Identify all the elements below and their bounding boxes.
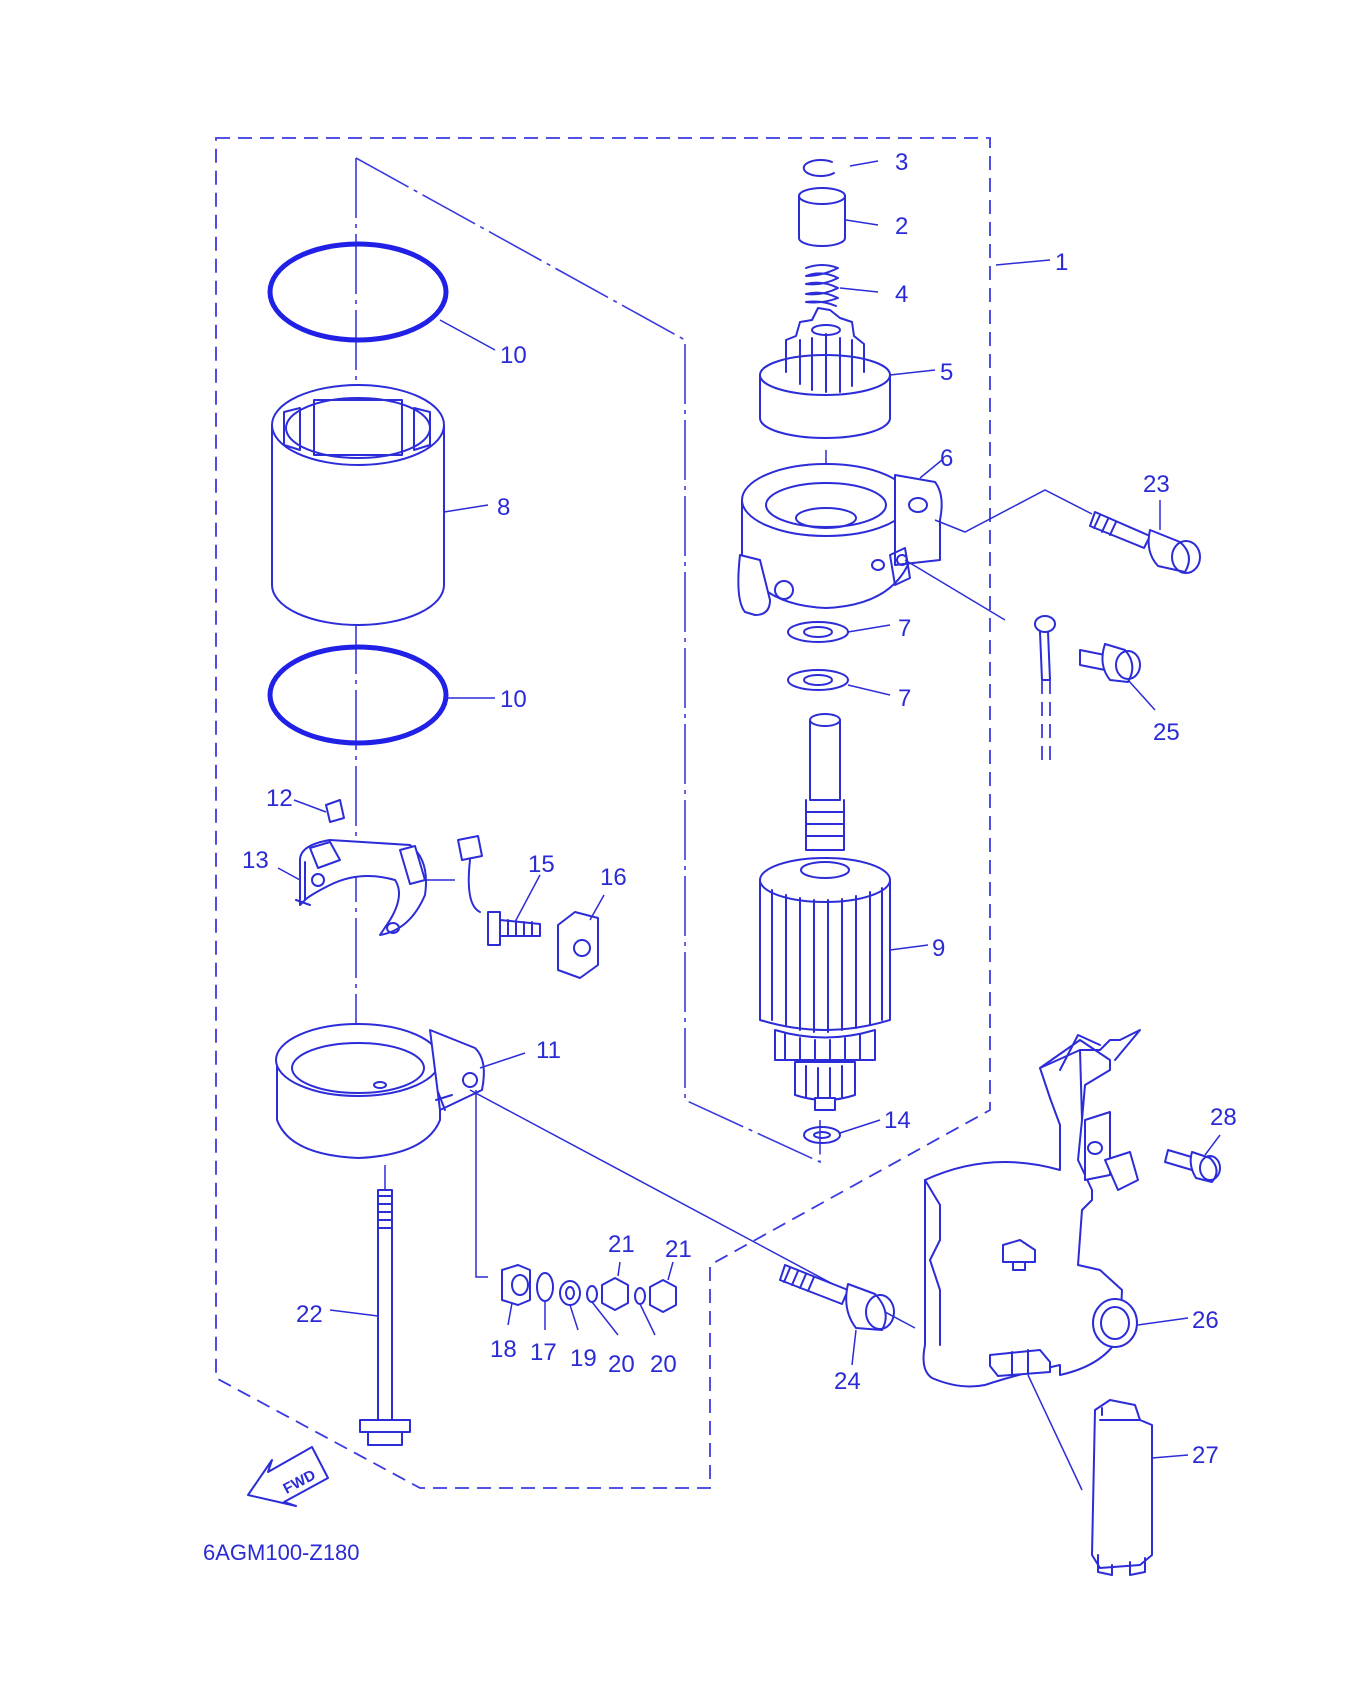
part-nut-a bbox=[601, 1261, 629, 1311]
callout-23: 23 bbox=[1143, 471, 1170, 498]
part-thrust-washer bbox=[803, 1119, 881, 1144]
part-bolt-upper bbox=[1089, 500, 1201, 574]
callout-16: 16 bbox=[600, 864, 627, 891]
part-brush bbox=[293, 799, 345, 823]
callout-20b: 20 bbox=[650, 1351, 677, 1378]
part-through-bolt bbox=[329, 1189, 411, 1446]
callout-10b: 10 bbox=[500, 686, 527, 713]
part-circlip bbox=[802, 159, 879, 177]
callout-7b: 7 bbox=[898, 685, 911, 712]
callout-18: 18 bbox=[490, 1336, 517, 1363]
callout-27: 27 bbox=[1192, 1442, 1219, 1469]
part-bolt-lower bbox=[779, 1264, 895, 1366]
leader-assembly bbox=[995, 259, 1051, 266]
part-nut-plate bbox=[557, 894, 605, 979]
part-ground-bolt bbox=[1034, 615, 1156, 760]
callout-labels: 1 2 3 4 5 6 7 7 8 9 10 10 11 12 13 14 15… bbox=[242, 149, 1237, 1469]
part-yoke bbox=[271, 384, 489, 626]
callout-9: 9 bbox=[932, 935, 945, 962]
callout-22: 22 bbox=[296, 1301, 323, 1328]
callout-20a: 20 bbox=[608, 1351, 635, 1378]
part-washer-b bbox=[787, 669, 891, 696]
callout-12: 12 bbox=[266, 785, 293, 812]
callout-13: 13 bbox=[242, 847, 269, 874]
callout-21b: 21 bbox=[665, 1236, 692, 1263]
part-collar bbox=[798, 187, 879, 247]
part-spring bbox=[805, 264, 879, 307]
callout-8: 8 bbox=[497, 494, 510, 521]
part-bracket-bolt bbox=[1164, 1134, 1221, 1183]
part-grommet bbox=[1092, 1298, 1189, 1348]
callout-2: 2 bbox=[895, 213, 908, 240]
part-nut-b bbox=[649, 1261, 677, 1313]
callout-14: 14 bbox=[884, 1107, 911, 1134]
callout-21a: 21 bbox=[608, 1231, 635, 1258]
part-insulator-washer bbox=[559, 1280, 581, 1331]
part-brush-holder bbox=[277, 839, 455, 936]
part-terminal-bushing bbox=[501, 1264, 531, 1326]
part-pinion-gear bbox=[759, 307, 936, 439]
part-o-ring-small bbox=[536, 1272, 554, 1330]
callout-17: 17 bbox=[530, 1339, 557, 1366]
part-armature bbox=[759, 713, 929, 1111]
callout-5: 5 bbox=[940, 359, 953, 386]
callout-26: 26 bbox=[1192, 1307, 1219, 1334]
callout-7a: 7 bbox=[898, 615, 911, 642]
callout-19: 19 bbox=[570, 1345, 597, 1372]
callout-25: 25 bbox=[1153, 719, 1180, 746]
part-spring-washer-a bbox=[586, 1285, 619, 1336]
fwd-arrow-icon: FWD bbox=[247, 1446, 329, 1507]
connect-axis-line bbox=[355, 157, 821, 1164]
part-washer-a bbox=[787, 621, 891, 643]
callout-10a: 10 bbox=[500, 342, 527, 369]
callout-6: 6 bbox=[940, 445, 953, 472]
part-rear-bracket bbox=[275, 1023, 916, 1329]
callout-15: 15 bbox=[528, 851, 555, 878]
part-o-ring-upper bbox=[267, 241, 496, 351]
callout-4: 4 bbox=[895, 281, 908, 308]
part-brush-lead bbox=[457, 835, 541, 946]
callout-1: 1 bbox=[1055, 249, 1068, 276]
assembly-boundary bbox=[215, 137, 991, 1489]
callout-24: 24 bbox=[834, 1368, 861, 1395]
diagram-code: 6AGM100-Z180 bbox=[203, 1540, 360, 1565]
part-cover bbox=[1091, 1399, 1189, 1576]
callout-3: 3 bbox=[895, 149, 908, 176]
callout-11: 11 bbox=[536, 1037, 561, 1064]
part-spring-washer-b bbox=[634, 1287, 656, 1336]
part-o-ring-lower bbox=[267, 644, 495, 746]
callout-28: 28 bbox=[1210, 1104, 1237, 1131]
part-starter-bracket bbox=[922, 1029, 1141, 1491]
part-front-bracket bbox=[737, 459, 1093, 621]
